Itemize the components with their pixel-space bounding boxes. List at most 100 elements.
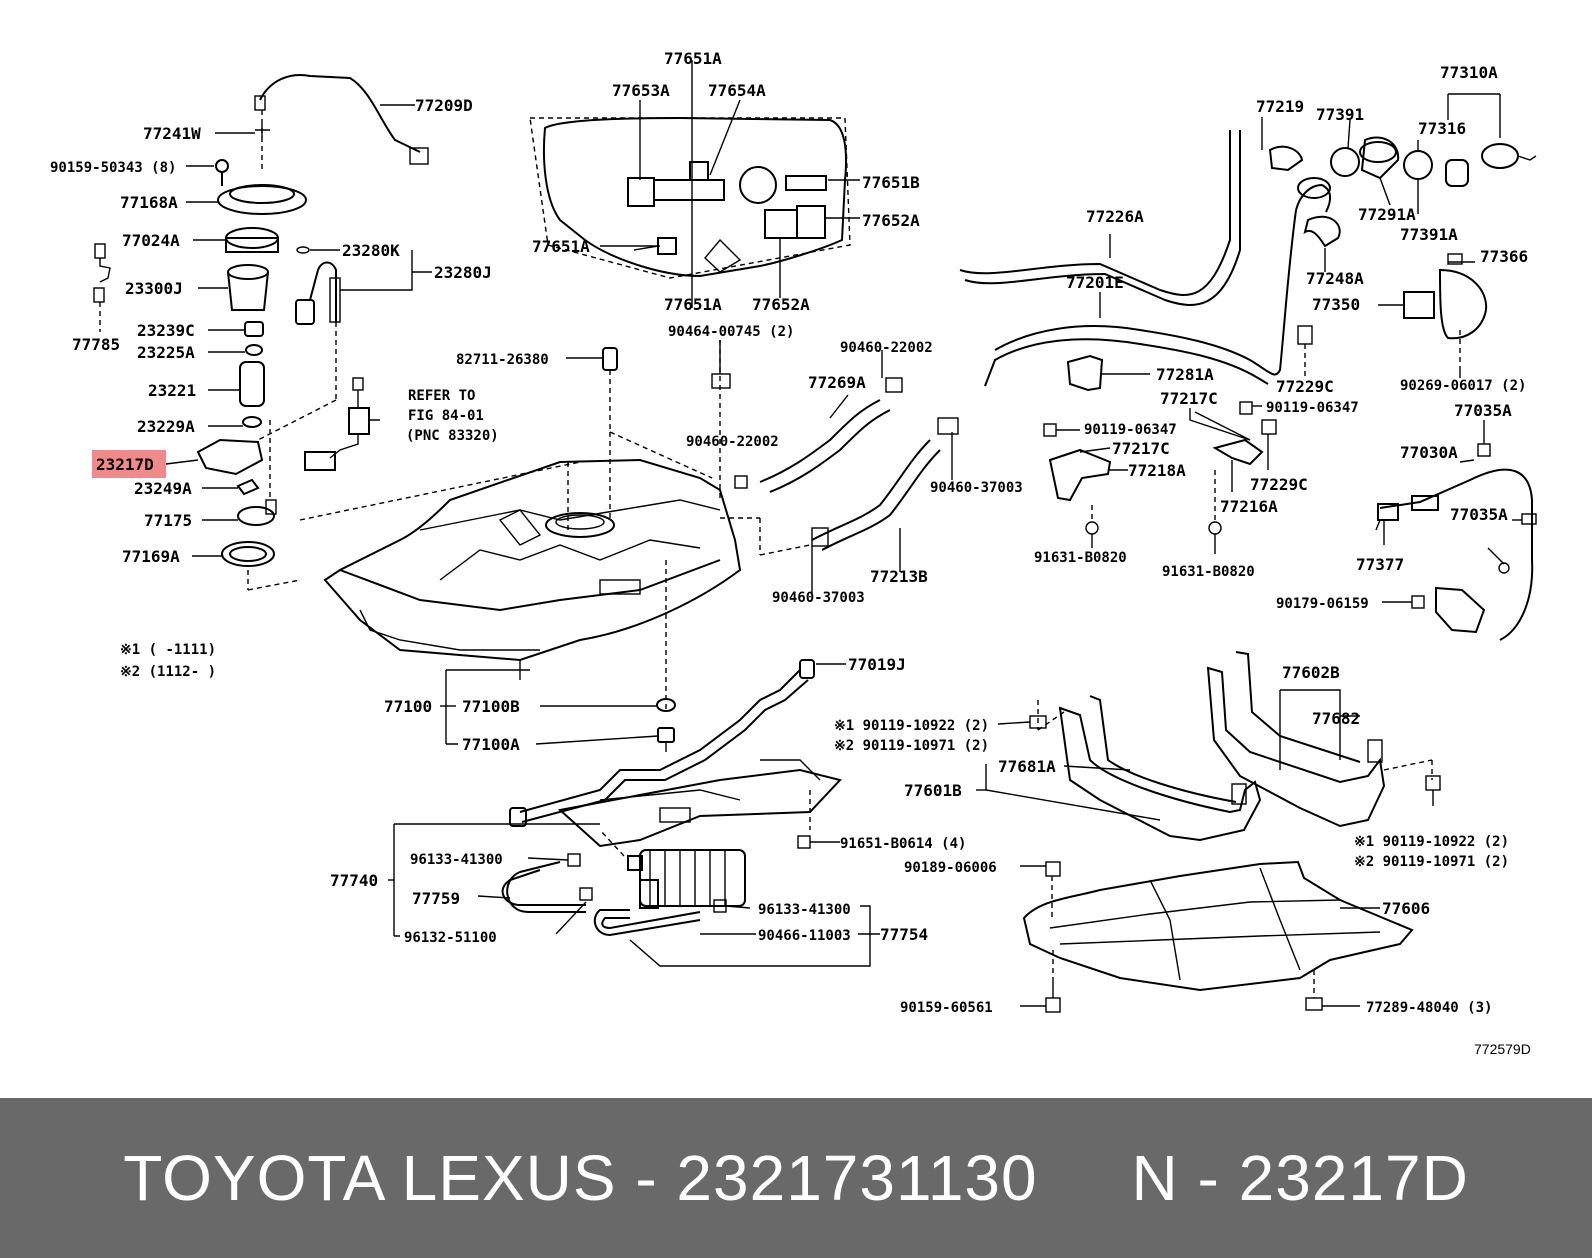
part-label: 77217C xyxy=(1160,389,1218,408)
part-label: 77350 xyxy=(1312,295,1360,314)
part-label: 77201E xyxy=(1066,273,1124,292)
part-label: 90460-37003 xyxy=(930,480,1023,496)
refer-note: FIG 84-01 xyxy=(408,408,484,424)
part-label: 77217C xyxy=(1112,439,1170,458)
part-labels: 77209D 77241W 90159-50343 (8) 77168A 770… xyxy=(50,49,1531,1057)
part-label: 90189-06006 xyxy=(904,860,997,876)
pump-assembly-drawing xyxy=(93,74,429,590)
part-label: ※2 90119-10971 (2) xyxy=(834,738,989,754)
part-label: 77269A xyxy=(808,373,866,392)
part-label: 90159-50343 (8) xyxy=(50,160,176,176)
part-label: 77682 xyxy=(1312,709,1360,728)
part-label: 77310A xyxy=(1440,63,1498,82)
sender-gauge-drawing xyxy=(529,60,860,308)
part-label: 77652A xyxy=(752,295,810,314)
part-label: 77100 xyxy=(384,697,432,716)
highlight-box xyxy=(92,450,166,478)
part-label: 23280K xyxy=(342,241,400,260)
part-label: 77100A xyxy=(462,735,520,754)
part-label: 77391A xyxy=(1400,225,1458,244)
part-label: 90460-37003 xyxy=(772,590,865,606)
part-label: 77168A xyxy=(120,193,178,212)
footnote: ※2 (1112- ) xyxy=(120,664,216,680)
part-label: 90466-11003 xyxy=(758,928,851,944)
part-label: 90179-06159 xyxy=(1276,596,1369,612)
part-label: 77652A xyxy=(862,211,920,230)
part-label: 91651-B0614 (4) xyxy=(840,836,966,852)
part-label: 77241W xyxy=(143,124,201,143)
part-label: 90119-06347 xyxy=(1084,422,1177,438)
part-label: 77377 xyxy=(1356,555,1404,574)
fuel-tank-drawing xyxy=(247,340,811,710)
parts-diagram: 77209D 77241W 90159-50343 (8) 77168A 770… xyxy=(50,49,1537,1057)
part-label: 77785 xyxy=(72,335,120,354)
part-label: 77035A xyxy=(1450,505,1508,524)
part-label: 77024A xyxy=(122,231,180,250)
part-label: 23239C xyxy=(137,321,195,340)
part-label: 77651A xyxy=(532,237,590,256)
part-label: 23280J xyxy=(434,263,492,282)
part-label: 77651A xyxy=(664,49,722,68)
part-label: 90464-00745 (2) xyxy=(668,324,794,340)
part-label: 90269-06017 (2) xyxy=(1400,378,1526,394)
part-label: 77289-48040 (3) xyxy=(1366,1000,1492,1016)
part-label: 77654A xyxy=(708,81,766,100)
part-label: 77209D xyxy=(415,96,473,115)
leader-lines xyxy=(165,104,1522,1007)
part-label: 77754 xyxy=(880,925,928,944)
part-label: 77681A xyxy=(998,757,1056,776)
part-label: 77366 xyxy=(1480,247,1528,266)
part-label: 96133-41300 xyxy=(410,852,503,868)
part-label: 77740 xyxy=(330,871,378,890)
part-label: 77229C xyxy=(1250,475,1308,494)
part-label: 77169A xyxy=(122,547,180,566)
part-label: 77175 xyxy=(144,511,192,530)
part-label: ※1 90119-10922 (2) xyxy=(834,718,989,734)
part-label: 77218A xyxy=(1128,461,1186,480)
part-label: 82711-26380 xyxy=(456,352,549,368)
part-label: 23229A xyxy=(137,417,195,436)
part-label: 77291A xyxy=(1358,205,1416,224)
refer-note: (PNC 83320) xyxy=(406,428,499,444)
part-label: 77759 xyxy=(412,889,460,908)
part-label: 77219 xyxy=(1256,97,1304,116)
part-label: 77391 xyxy=(1316,105,1364,124)
part-label: 77651A xyxy=(664,295,722,314)
part-label: 23225A xyxy=(137,343,195,362)
part-label: 77035A xyxy=(1454,401,1512,420)
part-label: 96133-41300 xyxy=(758,902,851,918)
part-label: 77213B xyxy=(870,567,928,586)
part-label: 90159-60561 xyxy=(900,1000,993,1016)
part-label: 23221 xyxy=(148,381,196,400)
banner-title: TOYOTA LEXUS - 2321731130 N - 23217D xyxy=(123,1142,1469,1214)
part-label: 77606 xyxy=(1382,899,1430,918)
part-label: 77248A xyxy=(1306,269,1364,288)
diagram-canvas: 77209D 77241W 90159-50343 (8) 77168A 770… xyxy=(50,49,1537,1057)
part-label: 91631-B0820 xyxy=(1034,550,1127,566)
part-label: 77651B xyxy=(862,173,920,192)
part-label: 77316 xyxy=(1418,119,1466,138)
part-label: 96132-51100 xyxy=(404,930,497,946)
refer-note: REFER TO xyxy=(408,388,475,404)
part-label: 90119-06347 xyxy=(1266,400,1359,416)
part-label: 90460-22002 xyxy=(686,434,779,450)
part-label: 90460-22002 xyxy=(840,340,933,356)
part-label: 77281A xyxy=(1156,365,1214,384)
part-label: 77100B xyxy=(462,697,520,716)
part-label: 77229C xyxy=(1276,377,1334,396)
part-label: 77019J xyxy=(848,655,906,674)
opener-cable-drawing xyxy=(1375,443,1537,641)
highlighted-part-label: 23217D xyxy=(96,455,154,474)
part-label: 23300J xyxy=(125,279,183,298)
part-label: 77601B xyxy=(904,781,962,800)
part-number-banner: TOYOTA LEXUS - 2321731130 N - 23217D xyxy=(0,1098,1592,1258)
part-label: 77653A xyxy=(612,81,670,100)
part-label: 77216A xyxy=(1220,497,1278,516)
part-label: 91631-B0820 xyxy=(1162,564,1255,580)
part-label: 77602B xyxy=(1282,663,1340,682)
straps-cover-drawing xyxy=(1022,651,1441,1013)
part-label: 77226A xyxy=(1086,207,1144,226)
canister-drawing xyxy=(501,659,842,937)
part-label: 77030A xyxy=(1400,443,1458,462)
part-label: ※2 90119-10971 (2) xyxy=(1354,854,1509,870)
